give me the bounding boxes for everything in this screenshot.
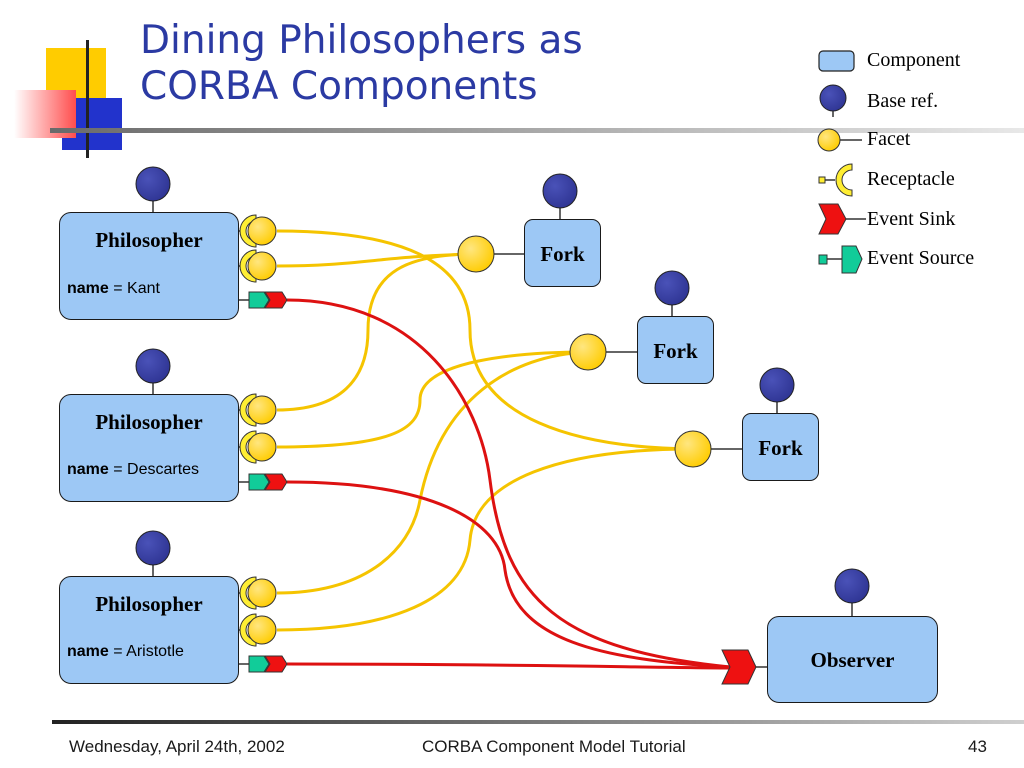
attribute-key: name (67, 643, 109, 660)
legend-base-ref-label: Base ref. (867, 90, 939, 112)
legend-component-icon (818, 50, 855, 72)
receptacle-icon (239, 214, 257, 248)
legend-event-sink-label: Event Sink (867, 208, 956, 230)
legend-event-sink-icon (818, 203, 847, 235)
wire-descartes-event (286, 480, 731, 669)
attribute-value: = Kant (108, 280, 160, 297)
philosopher-label: Philosopher (95, 410, 203, 434)
observer-component: Observer (767, 616, 938, 703)
event-sink-icon (721, 649, 757, 685)
receptacle-icon (239, 430, 257, 464)
decor-vertical-line (86, 40, 89, 158)
footer-date: Wednesday, April 24th, 2002 (69, 737, 285, 756)
observer-sink (721, 649, 767, 685)
receptacle-facet-plug (247, 578, 277, 608)
wire-aristotle-event (286, 662, 731, 670)
philosopher-kant-component: Philosopher name = Kant (59, 212, 239, 320)
legend-facet-icon (817, 128, 841, 152)
fork-1-component: Fork (524, 219, 601, 287)
legend-receptacle-stub (818, 176, 826, 184)
footer-title: CORBA Component Model Tutorial (422, 737, 686, 756)
event-source-icon (248, 291, 270, 309)
attribute-key: name (67, 461, 109, 478)
philosopher-label: Philosopher (95, 228, 203, 252)
fork-2-component: Fork (637, 316, 714, 384)
facet-icon (457, 235, 495, 273)
observer-label: Observer (810, 648, 895, 672)
wire-descartes-r1 (276, 252, 477, 412)
receptacle-facet-plug (247, 432, 277, 462)
event-source-icon (248, 473, 270, 491)
event-source-icon (248, 655, 270, 673)
attribute-key: name (67, 280, 109, 297)
receptacle-facet-plug (247, 395, 277, 425)
event-sink-plug (264, 291, 288, 309)
fork-label: Fork (540, 242, 585, 266)
philosopher-name-attribute: name = Descartes (67, 461, 199, 479)
legend-event-source-stub (818, 254, 828, 265)
slide-title-line-1: Dining Philosophers as (140, 18, 583, 63)
receptacle-icon (239, 393, 257, 427)
legend-icons (817, 50, 866, 274)
receptacle-facet-plug (247, 251, 277, 281)
footer-divider (52, 720, 1024, 724)
base-ref-icon (759, 367, 795, 403)
fork-facets (457, 235, 742, 468)
slide-title: Dining Philosophers as CORBA Components (140, 18, 583, 110)
receptacle-icon (239, 613, 257, 647)
legend-facet-label: Facet (867, 128, 911, 150)
legend-receptacle-label: Receptacle (867, 168, 955, 190)
legend-event-source-icon (841, 245, 863, 274)
base-ref-icon (542, 173, 578, 209)
philosopher-label: Philosopher (95, 592, 203, 616)
attribute-value: = Descartes (108, 461, 200, 478)
receptacle-icon (239, 249, 257, 283)
philosopher-ports (224, 214, 288, 673)
philosopher-descartes-component: Philosopher name = Descartes (59, 394, 239, 502)
philosopher-name-attribute: name = Kant (67, 280, 160, 298)
descartes-ports (224, 393, 288, 491)
legend-receptacle-icon (835, 163, 853, 197)
event-connections (286, 298, 731, 670)
facet-icon (674, 430, 712, 468)
wire-descartes-r2 (276, 350, 589, 449)
base-ref-icon (834, 568, 870, 604)
event-sink-plug (264, 655, 288, 673)
wire-kant-r1 (276, 229, 694, 451)
base-references (135, 166, 870, 616)
base-ref-icon (135, 530, 171, 566)
legend-base-ref-icon (819, 84, 847, 112)
legend-component-label: Component (867, 49, 961, 71)
legend-event-source-label: Event Source (867, 247, 975, 269)
wire-aristotle-r1 (276, 350, 589, 595)
event-sink-plug (264, 473, 288, 491)
fork-3-component: Fork (742, 413, 819, 481)
receptacle-facet-plug (247, 615, 277, 645)
facet-connections (276, 229, 694, 632)
base-ref-icon (135, 348, 171, 384)
base-ref-icon (135, 166, 171, 202)
kant-ports (224, 214, 288, 309)
attribute-value: = Aristotle (108, 643, 184, 660)
wire-kant-event (286, 298, 731, 669)
wire-aristotle-r2 (276, 447, 694, 632)
receptacle-facet-plug (247, 216, 277, 246)
facet-icon (569, 333, 607, 371)
footer-page-number: 43 (968, 737, 987, 756)
fork-label: Fork (758, 436, 803, 460)
fork-label: Fork (653, 339, 698, 363)
title-divider (50, 128, 1024, 133)
slide-title-line-2: CORBA Components (140, 64, 538, 109)
base-ref-icon (654, 270, 690, 306)
receptacle-icon (239, 576, 257, 610)
philosopher-name-attribute: name = Aristotle (67, 643, 184, 661)
philosopher-aristotle-component: Philosopher name = Aristotle (59, 576, 239, 684)
